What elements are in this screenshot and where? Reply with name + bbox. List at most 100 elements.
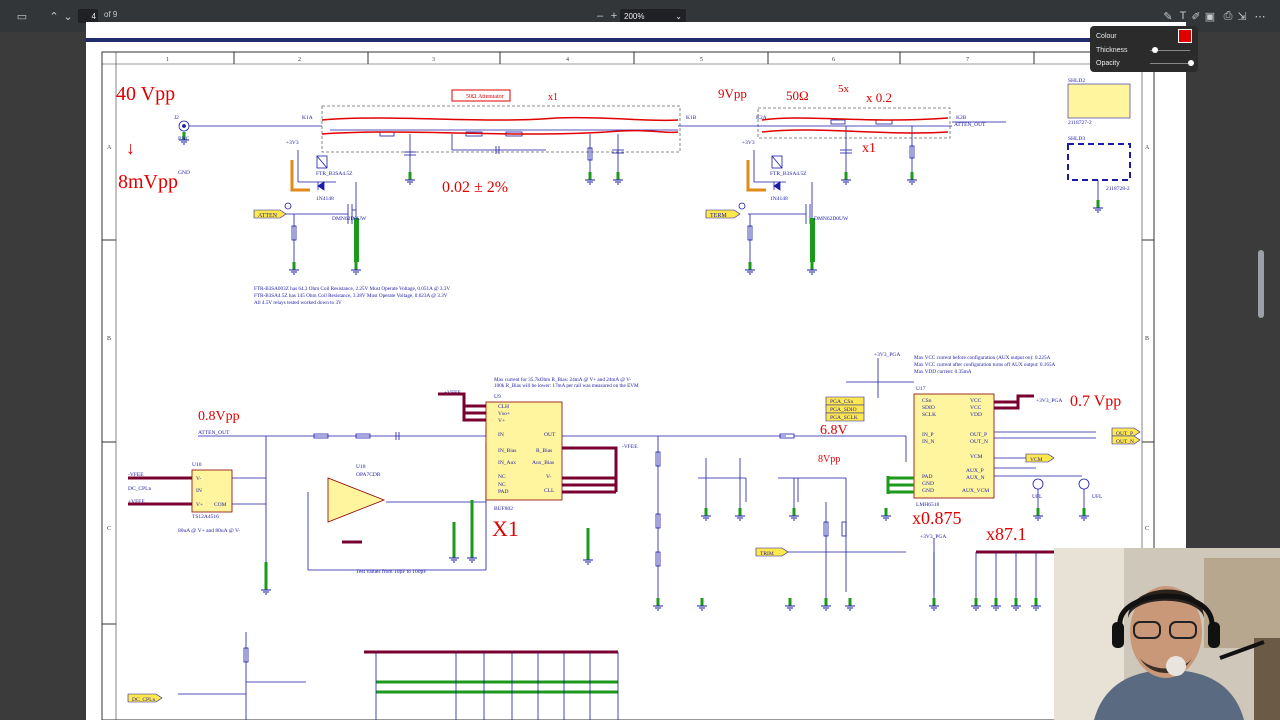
- u10-pin-vminus: V+: [196, 502, 203, 508]
- grid-col-6: 6: [832, 57, 835, 63]
- u9-pin-rbias: R_Bias: [536, 448, 552, 454]
- svg-text:Max VCC current after configur: Max VCC current after configuration turn…: [914, 361, 1056, 368]
- schematic-page: 1 2 3 4 5 6 7 A B C A B C: [86, 22, 1186, 720]
- u17-pin-vdd: VDD: [970, 412, 982, 418]
- svg-text:PGA_SCLK: PGA_SCLK: [830, 415, 858, 421]
- u17-pin-inn: IN_N: [922, 439, 935, 445]
- ground-highlights: [264, 476, 914, 694]
- image-icon[interactable]: ▣: [1204, 10, 1216, 23]
- ink-x02: x 0.2: [866, 90, 892, 105]
- grid-row-c-right: C: [1145, 526, 1149, 532]
- grid-row-markers: A B C A B C: [102, 145, 1154, 625]
- thickness-slider-handle[interactable]: [1152, 47, 1158, 53]
- ink-attenuator-title: 50Ω Attenuator: [466, 94, 504, 100]
- ink-9vpp: 9Vpp: [718, 86, 747, 101]
- label-dc-cpl: DC_CPLn: [128, 486, 151, 492]
- grid-row-c: C: [107, 526, 111, 532]
- u9-pin-clh: CLH: [498, 404, 509, 410]
- label-v33pga-c: +3V3_PGA: [920, 534, 946, 540]
- u17-pin-auxp: AUX_P: [966, 468, 984, 474]
- label-vfee-a: -VFEE: [128, 472, 144, 478]
- chevron-down-icon[interactable]: ⌄: [63, 10, 73, 23]
- ink-x871: x87.1: [986, 524, 1027, 544]
- colour-label: Colour: [1096, 33, 1117, 40]
- thickness-slider[interactable]: [1150, 50, 1190, 51]
- u10-pin-com: COM: [214, 502, 227, 508]
- label-gnd-j2: GND: [178, 170, 190, 176]
- grid-row-b-right: B: [1145, 336, 1149, 342]
- label-u9: U9: [494, 394, 501, 400]
- u9-pin-vplus: V+: [498, 418, 505, 424]
- chevron-up-icon[interactable]: ⌃: [49, 10, 59, 23]
- shield-3-box: [1067, 143, 1131, 181]
- label-opa: OPA7CDR: [356, 472, 381, 478]
- page-number-input[interactable]: 4: [78, 9, 98, 23]
- u17-pin-sdio: SDIO: [922, 405, 935, 411]
- net-label-out-p: OUT_P: [1111, 427, 1141, 437]
- zoom-in-button[interactable]: +: [610, 10, 618, 22]
- label-q4: DMN62D0UW: [814, 216, 849, 222]
- label-relay-2: FTR_B3SA4.5Z: [770, 171, 807, 177]
- attenuator-section: [178, 105, 1006, 262]
- label-v33pga-b: +3V3_PGA: [1036, 398, 1062, 404]
- svg-text:OUT_N: OUT_N: [1116, 439, 1134, 445]
- handwritten-annotations: 40 Vpp ↓ 8mVpp 50Ω Attenuator x1 9Vpp 50…: [116, 83, 1121, 544]
- net-label-vcm: VCM: [1025, 453, 1055, 463]
- svg-text:Max VDD current: 0.35mA: Max VDD current: 0.35mA: [914, 369, 972, 375]
- zoom-out-button[interactable]: –: [596, 10, 604, 22]
- u17-pin-auxn: AUX_N: [966, 475, 985, 481]
- schematic-canvas: 1 2 3 4 5 6 7 A B C A B C: [86, 38, 1186, 720]
- print-icon[interactable]: ⎙: [1223, 9, 1233, 22]
- opacity-slider[interactable]: [1150, 63, 1190, 64]
- highlight-icon[interactable]: ✐: [1191, 10, 1201, 23]
- grid-row-b: B: [107, 336, 111, 342]
- zoom-select[interactable]: 200% ⌄: [620, 9, 686, 23]
- label-u18: U18: [356, 464, 366, 470]
- text-tool-icon[interactable]: T: [1179, 10, 1187, 22]
- save-icon[interactable]: ⇲: [1237, 10, 1247, 23]
- net-label-dc-cpl-bottom: DC_CPLn: [127, 693, 163, 703]
- u17-pin-gnd1: GND: [922, 481, 934, 487]
- grid-col-1: 1: [166, 57, 169, 63]
- u9-pin-vminus: V-: [546, 474, 551, 480]
- annotation-settings-panel: Colour Thickness Opacity: [1090, 26, 1198, 72]
- u9-pin-nc2: NC: [498, 482, 506, 488]
- ink-68v: 6.8V: [820, 423, 848, 438]
- colour-swatch[interactable]: [1178, 29, 1192, 43]
- svg-text:ATTEN: ATTEN: [258, 213, 278, 219]
- buf802-ic: [485, 401, 563, 501]
- vertical-scrollbar[interactable]: [1258, 250, 1264, 318]
- svg-text:FTR-B3SA4.5Z has 145 Ohm Coil: FTR-B3SA4.5Z has 145 Ohm Coil Resistance…: [254, 293, 448, 299]
- label-k2b: K2B: [956, 115, 967, 121]
- u9-pin-inbias: IN_Bias: [498, 448, 516, 454]
- presenter-video: [1054, 548, 1280, 720]
- svg-text:TERM: TERM: [710, 213, 727, 219]
- label-bias80: 80uA @ V+ and 80uA @ V-: [178, 528, 241, 534]
- lmh6518-ic: [913, 393, 995, 499]
- draw-pen-icon[interactable]: ✎: [1163, 10, 1173, 23]
- more-menu-icon[interactable]: ⋯: [1254, 10, 1266, 23]
- vcc-notes: Max VCC current before configuration (AU…: [914, 354, 1056, 375]
- page-total-label: of 9: [104, 10, 118, 19]
- opacity-slider-handle[interactable]: [1188, 60, 1194, 66]
- u9-pin-cll: CLL: [544, 488, 555, 494]
- ink-ratio: 0.02 ± 2%: [442, 179, 508, 196]
- sidebar-toggle-icon[interactable]: ▭: [16, 10, 28, 23]
- svg-text:OUT_P: OUT_P: [1116, 431, 1133, 437]
- u9-pin-auxbias: Aux_Bias: [532, 460, 554, 466]
- relay-notes: FTR-B3SA003Z has 64.3 Ohm Coil Resistanc…: [254, 286, 450, 306]
- ink-5x: 5x: [838, 83, 850, 95]
- label-ts12: TS12A4516: [192, 514, 219, 520]
- ink-x1-buffer: X1: [492, 516, 519, 541]
- thickness-label: Thickness: [1096, 47, 1128, 54]
- u9-pin-nc1: NC: [498, 474, 506, 480]
- ink-40vpp: 40 Vpp: [116, 83, 175, 105]
- ink-x1-mid: x1: [862, 141, 876, 156]
- ink-x0875: x0.875: [912, 508, 962, 528]
- svg-text:DC_CPLn: DC_CPLn: [132, 697, 155, 703]
- label-buf802: BUF802: [494, 506, 513, 512]
- label-ufl-1: UFL: [1032, 494, 1043, 500]
- u17-pin-gnd2: GND: [922, 488, 934, 494]
- grid-col-3: 3: [432, 57, 435, 63]
